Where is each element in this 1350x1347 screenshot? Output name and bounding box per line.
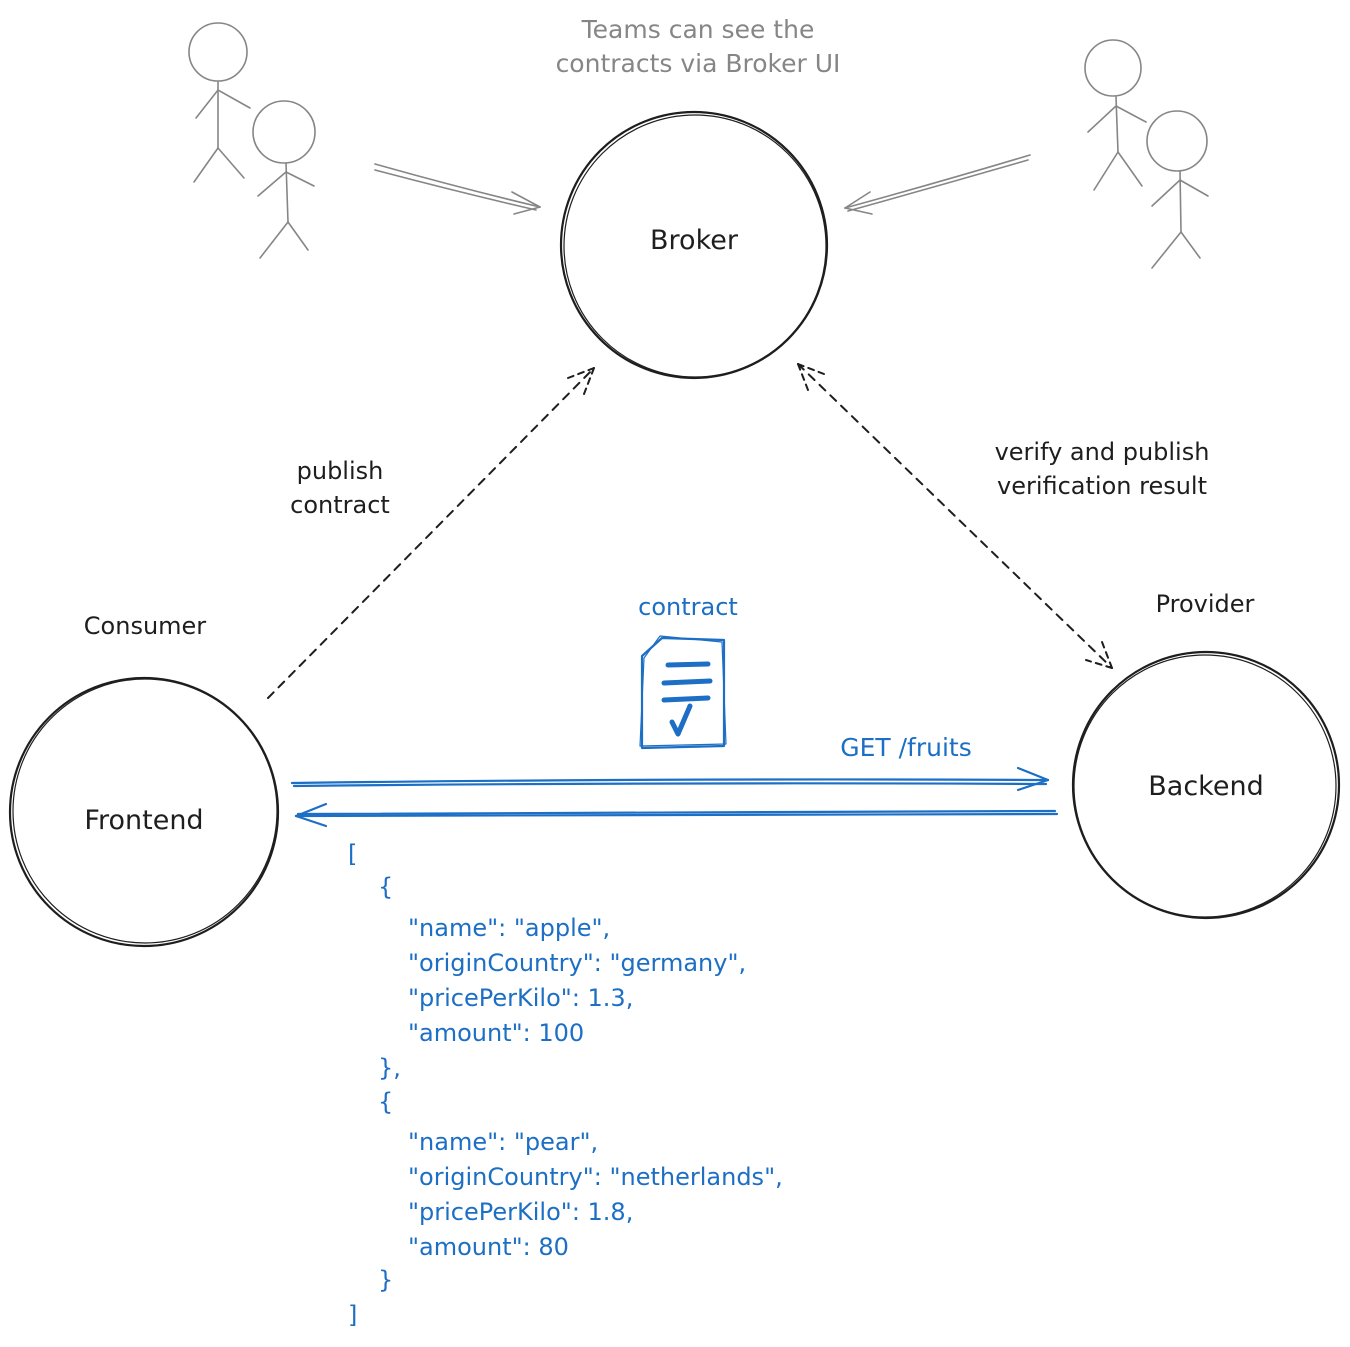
json-line: "name": "apple",	[408, 914, 610, 942]
team-right-arrow	[844, 154, 1031, 215]
verify-label-line-1: verify and publish	[995, 438, 1210, 466]
json-line: ]	[348, 1301, 357, 1329]
verify-label-line-2: verification result	[997, 472, 1207, 500]
frontend-label: Frontend	[84, 805, 203, 836]
publish-contract-label: publish contract	[290, 457, 390, 519]
backend-node[interactable]: Backend	[1071, 650, 1341, 920]
json-line: {	[378, 873, 393, 901]
json-line: {	[378, 1088, 393, 1116]
provider-role-label: Provider	[1156, 590, 1255, 618]
publish-label-line-2: contract	[290, 491, 390, 519]
response-json: [ { "name": "apple", "originCountry": "g…	[348, 840, 783, 1329]
consumer-role-label: Consumer	[84, 612, 207, 640]
json-line: "amount": 100	[408, 1019, 584, 1047]
teams-note: Teams can see the contracts via Broker U…	[556, 15, 841, 78]
teams-note-line-1: Teams can see the	[581, 15, 815, 44]
backend-label: Backend	[1148, 771, 1263, 802]
verify-publish-arrow	[797, 363, 1113, 669]
json-line: "name": "pear",	[408, 1128, 598, 1156]
contract-label: contract	[638, 593, 738, 621]
json-line: [	[348, 840, 357, 868]
publish-label-line-1: publish	[297, 457, 384, 485]
contract-document-icon	[639, 635, 727, 750]
person-icon	[188, 22, 251, 183]
json-line: "originCountry": "germany",	[408, 949, 746, 977]
json-line: "originCountry": "netherlands",	[408, 1163, 783, 1191]
team-left-people-icon	[188, 22, 316, 259]
json-line: },	[378, 1054, 401, 1082]
json-line: "amount": 80	[408, 1233, 569, 1261]
request-label: GET /fruits	[840, 733, 972, 762]
person-icon	[1084, 39, 1147, 191]
json-line: "pricePerKilo": 1.8,	[408, 1198, 633, 1226]
json-line: "pricePerKilo": 1.3,	[408, 984, 633, 1012]
publish-contract-arrow	[267, 367, 595, 699]
json-line: }	[378, 1266, 393, 1294]
response-arrow	[294, 802, 1059, 828]
team-right-people-icon	[1084, 39, 1209, 269]
person-icon	[1146, 110, 1209, 269]
verify-publish-label: verify and publish verification result	[995, 438, 1210, 500]
broker-label: Broker	[650, 225, 739, 256]
frontend-node[interactable]: Frontend	[8, 676, 280, 948]
broker-node[interactable]: Broker	[559, 110, 829, 380]
person-icon	[252, 100, 316, 259]
request-arrow	[290, 766, 1050, 792]
teams-note-line-2: contracts via Broker UI	[556, 49, 841, 78]
team-left-arrow	[374, 163, 541, 215]
